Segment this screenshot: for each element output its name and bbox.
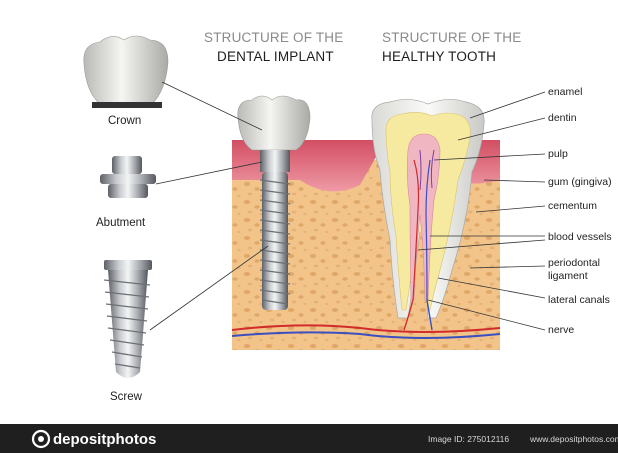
brand-name: depositphotos	[53, 431, 156, 448]
periodontal-label-line2: ligament	[548, 270, 588, 282]
cementum-label: cementum	[548, 200, 597, 212]
lateral-canals-label: lateral canals	[548, 294, 610, 306]
blood-vessels-label: blood vessels	[548, 231, 612, 243]
implant-title-line1: STRUCTURE OF THE	[204, 30, 343, 45]
screw-part	[104, 260, 152, 378]
abutment-label: Abutment	[96, 217, 146, 229]
screw-label: Screw	[110, 391, 143, 403]
nerve-label: nerve	[548, 324, 574, 336]
image-id: Image ID: 275012116	[428, 434, 509, 444]
footer-bar: depositphotos Image ID: 275012116 www.de…	[0, 424, 618, 453]
crown-part	[84, 36, 168, 108]
crown-label: Crown	[108, 115, 141, 127]
dentin-label: dentin	[548, 112, 577, 124]
pulp-label: pulp	[548, 148, 568, 160]
abutment-part	[100, 156, 156, 198]
tooth-title-line2: HEALTHY TOOTH	[382, 49, 496, 64]
implant-title-line2: DENTAL IMPLANT	[217, 49, 334, 64]
site-url: www.depositphotos.com	[529, 434, 618, 444]
periodontal-label-line1: periodontal	[548, 257, 600, 269]
tooth-title-line1: STRUCTURE OF THE	[382, 30, 521, 45]
gum-label: gum (gingiva)	[548, 176, 612, 188]
enamel-label: enamel	[548, 86, 582, 98]
